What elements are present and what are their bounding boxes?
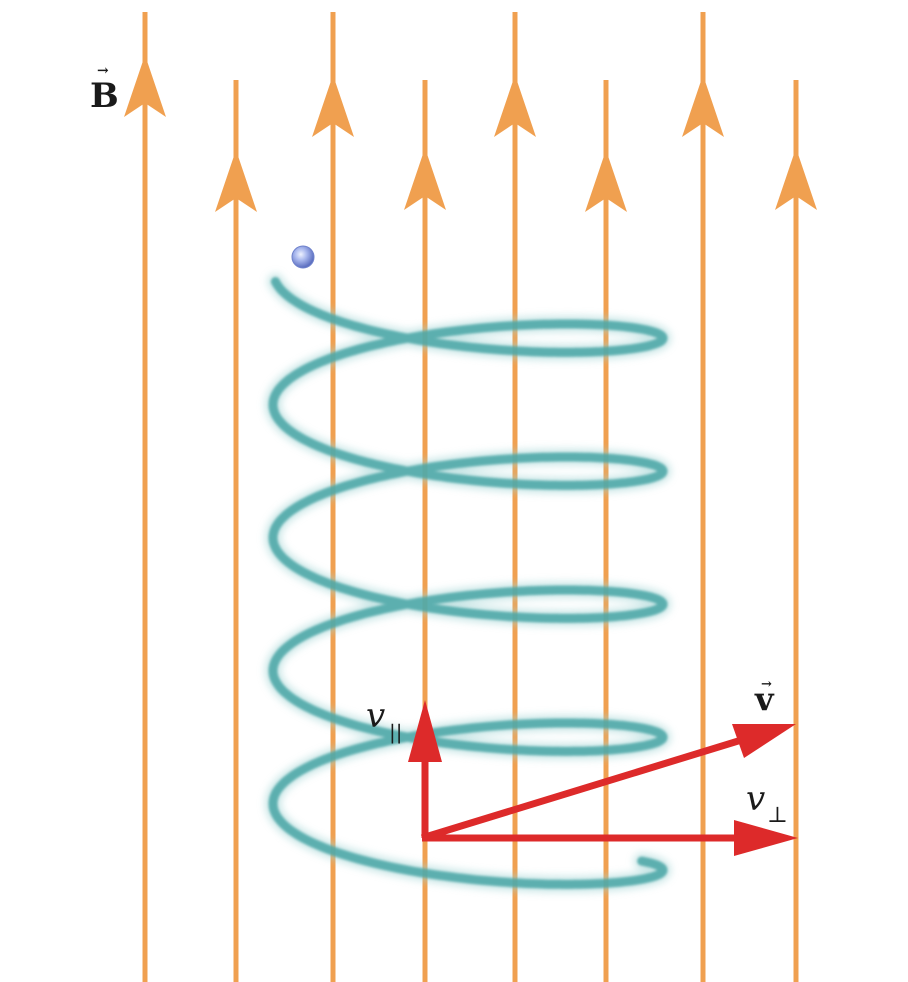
v-perp-label-symbol: v <box>746 779 765 819</box>
field-line-arrowhead-8 <box>775 148 817 210</box>
velocity-vectors <box>408 700 798 856</box>
charged-particle <box>291 245 315 269</box>
field-line-arrowhead-7 <box>682 75 724 137</box>
field-line-arrowhead-5 <box>494 75 536 137</box>
v-perp-arrowhead <box>734 820 798 856</box>
helical-trajectory <box>264 273 672 893</box>
velocity-label-symbol: v <box>754 680 775 718</box>
v-perp-label-subscript: ⊥ <box>767 803 788 828</box>
velocity-label: v → <box>754 677 775 718</box>
field-label-symbol: B <box>90 76 119 116</box>
v-parallel-label-subscript: || <box>389 720 402 745</box>
field-line-arrowhead-4 <box>404 148 446 210</box>
helix-path <box>268 277 668 889</box>
v-total-arrowhead <box>732 724 796 758</box>
field-line-arrowhead-3 <box>312 75 354 137</box>
field-line-arrowhead-1 <box>124 55 166 117</box>
field-line-arrowhead-6 <box>585 150 627 212</box>
velocity-label-accent: → <box>761 677 772 692</box>
v-total-arrow-shaft <box>420 734 750 842</box>
v-perp-label: v ⊥ <box>746 779 788 828</box>
v-parallel-label: v || <box>366 696 402 745</box>
field-label: B → <box>90 63 119 116</box>
field-line-arrowhead-2 <box>215 150 257 212</box>
v-parallel-label-symbol: v <box>366 696 385 736</box>
field-label-accent: → <box>97 63 109 79</box>
v-parallel-arrowhead <box>408 700 442 762</box>
